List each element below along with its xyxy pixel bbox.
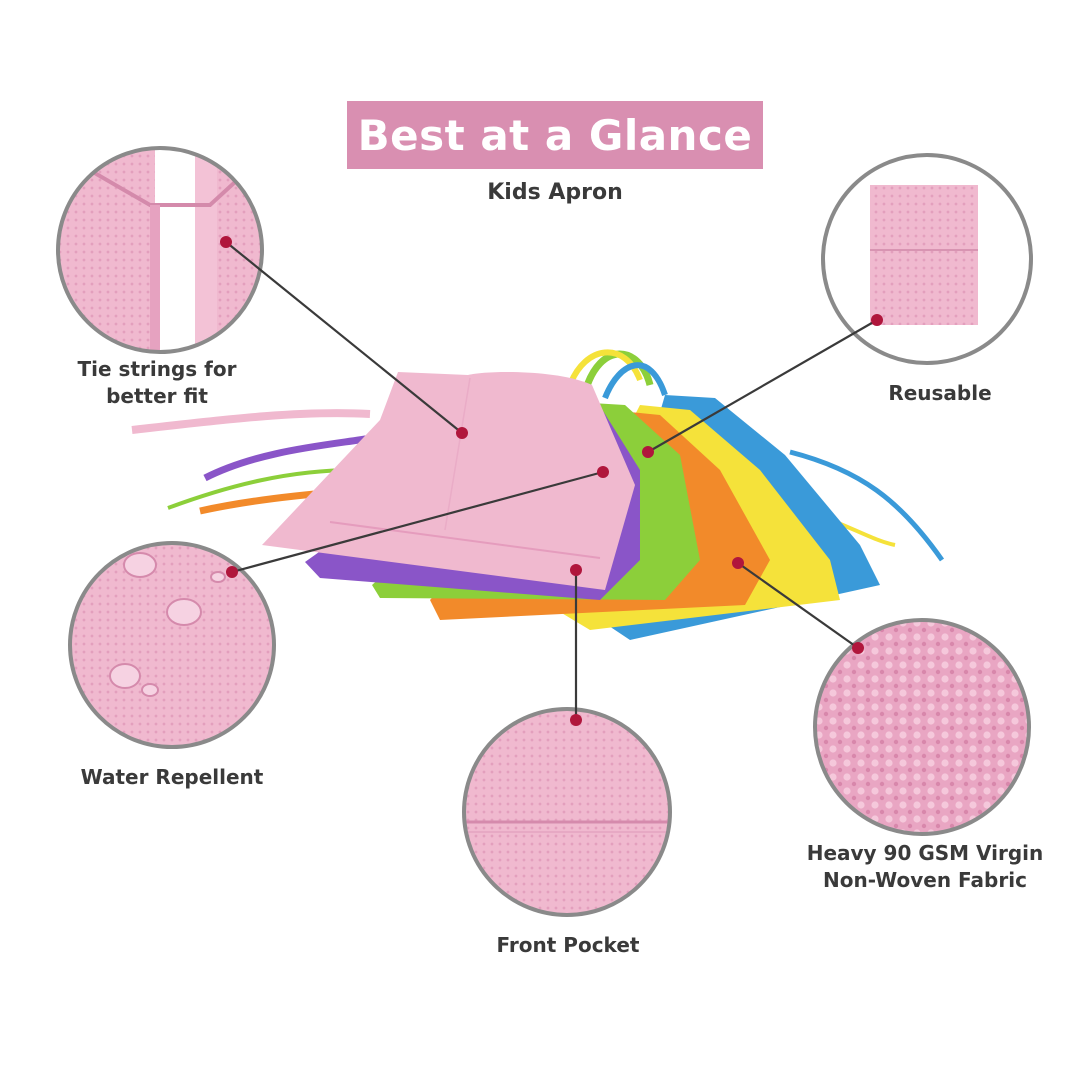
label-line: Heavy 90 GSM Virgin	[806, 841, 1044, 865]
detail-front-pocket-circle	[462, 707, 672, 917]
label-line: Tie strings for	[77, 357, 237, 381]
label-reusable: Reusable	[888, 381, 992, 405]
connector-tie-strings	[225, 241, 463, 434]
detail-fabric-circle	[813, 618, 1031, 836]
marker-dot	[570, 564, 582, 576]
tie-strings	[131, 349, 945, 562]
marker-dot	[570, 714, 582, 726]
detail-tie-strings-circle	[56, 146, 264, 354]
marker-dot	[871, 314, 883, 326]
marker-dot	[226, 566, 238, 578]
page-title: Best at a Glance	[357, 110, 753, 160]
label-water-repellent: Water Repellent	[80, 765, 264, 789]
marker-dot	[220, 236, 232, 248]
label-line: better fit	[106, 384, 208, 408]
connector-reusable	[647, 319, 878, 453]
title-banner: Best at a Glance	[347, 101, 763, 169]
connector-fabric	[737, 562, 859, 649]
marker-dot	[852, 642, 864, 654]
marker-dot	[732, 557, 744, 569]
connector-lines	[225, 241, 878, 720]
apron-stack	[262, 372, 880, 640]
label-line: Non-Woven Fabric	[823, 868, 1027, 892]
marker-dot	[597, 466, 609, 478]
connector-water-repellent	[231, 470, 604, 574]
detail-reusable-circle	[821, 153, 1033, 365]
label-front-pocket: Front Pocket	[496, 933, 640, 957]
marker-dot	[456, 427, 468, 439]
marker-dot	[642, 446, 654, 458]
label-tie-strings: Tie strings for better fit	[62, 356, 252, 410]
page-subtitle: Kids Apron	[487, 180, 623, 205]
label-fabric: Heavy 90 GSM Virgin Non-Woven Fabric	[795, 840, 1055, 894]
detail-water-repellent-circle	[68, 541, 276, 749]
marker-dots	[220, 236, 883, 726]
